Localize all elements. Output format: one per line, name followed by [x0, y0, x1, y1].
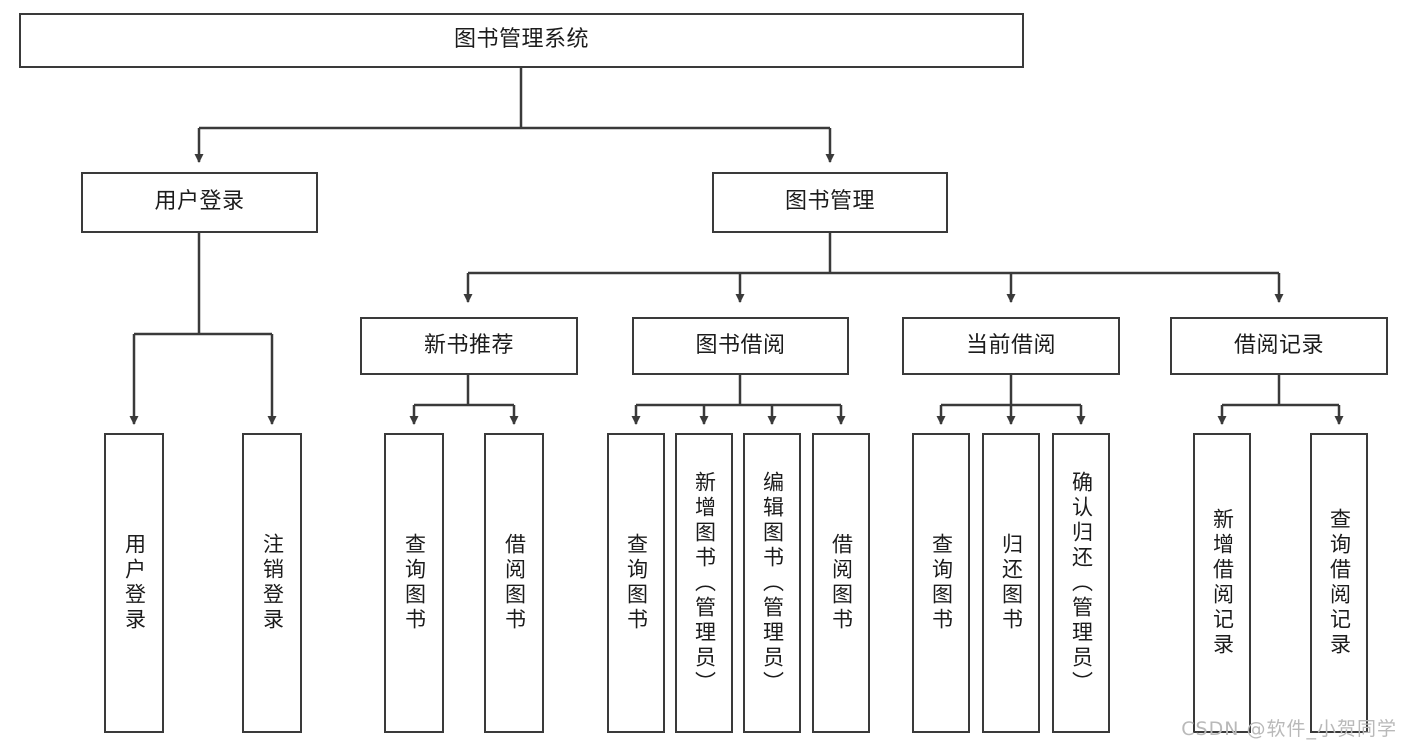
- node-label: 图书管理系统: [453, 27, 589, 53]
- node-book-management[interactable]: 图书管理: [712, 172, 948, 233]
- node-book-borrow[interactable]: 图书借阅: [632, 317, 849, 375]
- leaf-add-borrow-record[interactable]: 新增借阅记录: [1193, 433, 1251, 733]
- leaf-label: 归还图书: [999, 533, 1024, 633]
- leaf-query-book-current[interactable]: 查询图书: [912, 433, 970, 733]
- node-user-login[interactable]: 用户登录: [81, 172, 318, 233]
- leaf-confirm-return-admin[interactable]: 确认归还（管理员）: [1052, 433, 1110, 733]
- leaf-edit-book-admin[interactable]: 编辑图书（管理员）: [743, 433, 801, 733]
- leaf-label: 查询图书: [624, 533, 649, 633]
- leaf-user-login[interactable]: 用户登录: [104, 433, 164, 733]
- leaf-return-book[interactable]: 归还图书: [982, 433, 1040, 733]
- leaf-label: 借阅图书: [502, 533, 527, 633]
- node-borrow-record[interactable]: 借阅记录: [1170, 317, 1388, 375]
- node-label: 新书推荐: [423, 332, 514, 358]
- leaf-logout[interactable]: 注销登录: [242, 433, 302, 733]
- leaf-borrow-book-recommend[interactable]: 借阅图书: [484, 433, 544, 733]
- leaf-query-book-recommend[interactable]: 查询图书: [384, 433, 444, 733]
- leaf-label: 查询借阅记录: [1327, 508, 1352, 658]
- node-label: 图书管理: [784, 189, 875, 215]
- leaf-label: 用户登录: [122, 533, 147, 633]
- leaf-label: 新增借阅记录: [1210, 508, 1235, 658]
- leaf-label: 查询图书: [929, 533, 954, 633]
- leaf-borrow-book[interactable]: 借阅图书: [812, 433, 870, 733]
- node-label: 借阅记录: [1233, 332, 1324, 358]
- node-label: 用户登录: [154, 189, 245, 215]
- node-root-book-management-system[interactable]: 图书管理系统: [19, 13, 1024, 68]
- leaf-label: 新增图书（管理员）: [692, 470, 717, 696]
- leaf-add-book-admin[interactable]: 新增图书（管理员）: [675, 433, 733, 733]
- node-label: 图书借阅: [695, 332, 786, 358]
- leaf-label: 注销登录: [260, 533, 285, 633]
- leaf-label: 确认归还（管理员）: [1069, 470, 1094, 696]
- leaf-query-book-borrow[interactable]: 查询图书: [607, 433, 665, 733]
- node-current-borrow[interactable]: 当前借阅: [902, 317, 1120, 375]
- leaf-label: 借阅图书: [829, 533, 854, 633]
- node-new-book-recommend[interactable]: 新书推荐: [360, 317, 578, 375]
- leaf-query-borrow-record[interactable]: 查询借阅记录: [1310, 433, 1368, 733]
- leaf-label: 编辑图书（管理员）: [760, 470, 785, 696]
- leaf-label: 查询图书: [402, 533, 427, 633]
- node-label: 当前借阅: [965, 332, 1056, 358]
